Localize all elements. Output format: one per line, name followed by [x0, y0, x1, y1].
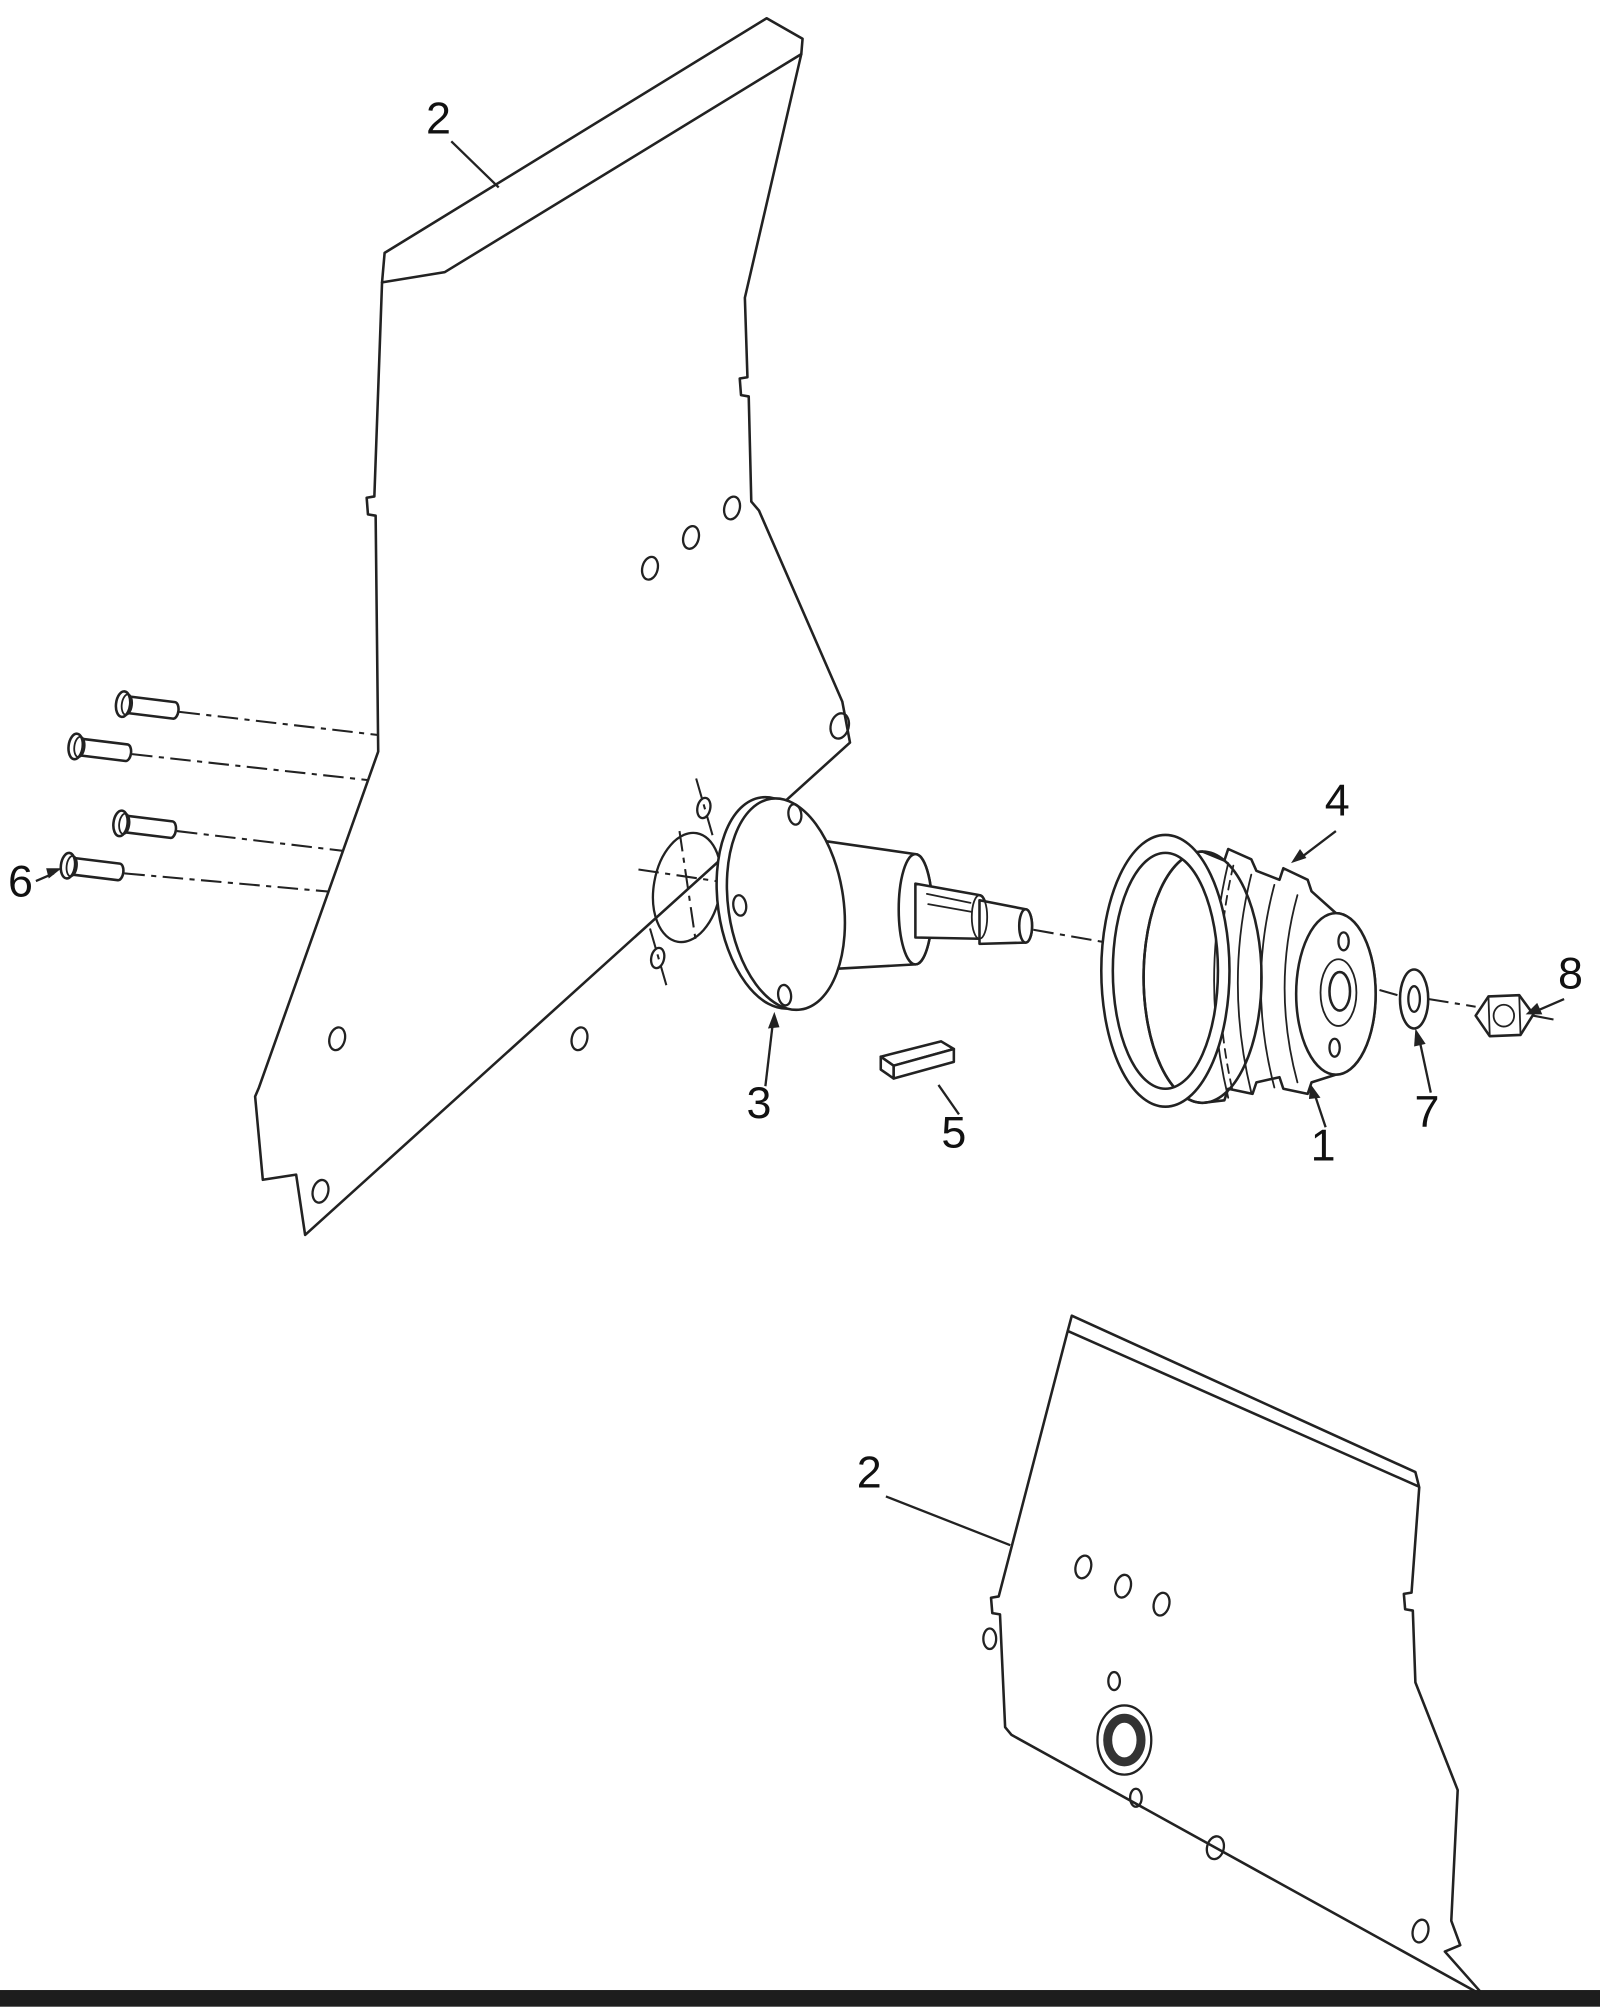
callout-label: 7 — [1414, 1086, 1439, 1137]
arrowhead — [46, 868, 62, 879]
hub-flange-assembly — [715, 795, 1034, 1012]
callout-nut: 8 — [1525, 948, 1583, 1015]
callout-label: 5 — [941, 1107, 966, 1158]
retaining-ring — [1100, 833, 1231, 1108]
axis-centerline — [638, 868, 1555, 1021]
leader-line — [764, 1020, 775, 1087]
plate-fold-line — [1066, 1329, 1420, 1488]
callout-label: 3 — [746, 1077, 771, 1128]
mounting-plate-lower — [982, 1314, 1486, 1998]
flat-washer — [1398, 968, 1430, 1030]
plate-fold-line — [380, 52, 803, 284]
rotor-rib — [1213, 862, 1230, 1099]
rotor-rib — [1260, 884, 1276, 1089]
callout-rotor: 1 — [1308, 1083, 1336, 1171]
leader-line — [1418, 1038, 1432, 1093]
callout-hub: 3 — [746, 1011, 780, 1128]
center-bore — [1328, 970, 1352, 1012]
hub-boss — [1319, 958, 1358, 1027]
hole-center-marks — [649, 778, 714, 987]
callout-label: 2 — [857, 1446, 882, 1497]
callout-ring: 4 — [1291, 775, 1350, 864]
rotor-front-face — [1294, 911, 1377, 1076]
arrowhead — [1525, 1002, 1543, 1015]
callout-label: 6 — [8, 855, 33, 906]
bolt-centerlines — [124, 710, 398, 899]
flange-face — [725, 797, 847, 1012]
rotor-assembly — [1142, 847, 1377, 1105]
keyway-slot — [926, 892, 973, 913]
callout-label: 8 — [1558, 948, 1583, 999]
carriage-bolts — [59, 690, 180, 882]
callout-bolts: 6 — [8, 855, 62, 906]
square-key — [879, 1040, 956, 1080]
rotor-rib — [1236, 873, 1253, 1094]
callout-label: 4 — [1325, 775, 1350, 826]
leader-line — [1313, 1092, 1327, 1128]
leader-line — [1298, 830, 1337, 861]
bolt — [59, 851, 125, 882]
grommet-outer — [1096, 1704, 1153, 1776]
shaft-step — [970, 894, 989, 940]
mounting-plate-upper — [253, 16, 852, 1237]
bolt — [67, 732, 133, 763]
shaft-large-section — [914, 882, 989, 941]
leader-line — [450, 140, 500, 189]
arrowhead — [767, 1011, 780, 1029]
shaft-end-face — [1017, 907, 1034, 944]
hex-nut — [1474, 993, 1535, 1038]
grommet-ring — [1103, 1713, 1146, 1767]
bottom-edge-bar — [0, 1990, 1600, 2007]
arrowhead — [1291, 849, 1307, 864]
rotor-rib — [1283, 894, 1299, 1084]
leader-line — [937, 1084, 960, 1116]
bolt — [114, 690, 180, 720]
leader-line — [885, 1495, 1011, 1547]
callout-plate-upper: 2 — [426, 93, 500, 189]
callout-label: 1 — [1311, 1120, 1336, 1171]
callout-label: 2 — [426, 93, 451, 144]
callout-plate-lower: 2 — [857, 1446, 1011, 1547]
bolt — [112, 809, 178, 840]
callout-key: 5 — [937, 1084, 966, 1158]
callout-washer: 7 — [1414, 1028, 1439, 1137]
arrowhead — [1414, 1028, 1426, 1047]
arrowhead — [1308, 1083, 1321, 1100]
